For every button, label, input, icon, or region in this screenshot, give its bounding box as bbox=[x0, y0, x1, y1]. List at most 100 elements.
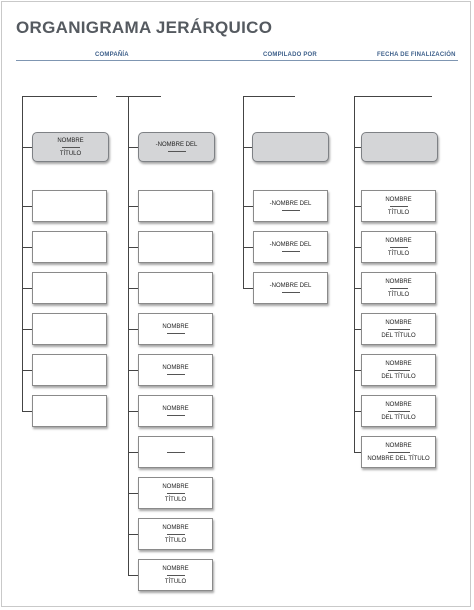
head-connector bbox=[22, 147, 32, 148]
box-line-1: NOMBRE bbox=[385, 442, 412, 449]
box-line-2: DEL TÍTULO bbox=[381, 332, 416, 339]
column-trunk-line bbox=[243, 96, 244, 289]
head-connector bbox=[243, 147, 252, 148]
box-line-1: NOMBRE bbox=[162, 323, 189, 330]
name-divider bbox=[281, 209, 300, 211]
name-divider bbox=[167, 150, 186, 152]
box-line-2: NOMBRE DEL TÍTULO bbox=[367, 455, 430, 462]
column-head-node[interactable]: NOMBRE TÍTULO bbox=[32, 132, 109, 162]
box-connector bbox=[128, 493, 138, 494]
box-connector bbox=[22, 247, 32, 248]
box-connector bbox=[243, 247, 253, 248]
name-divider bbox=[387, 451, 410, 453]
head-connector bbox=[354, 147, 361, 148]
box-line-1: NOMBRE bbox=[385, 237, 412, 244]
org-box[interactable]: NOMBRE DEL TÍTULO bbox=[361, 395, 436, 427]
box-line-1: NOMBRE bbox=[162, 364, 189, 371]
box-connector bbox=[128, 288, 138, 289]
org-box[interactable]: NOMBRE NOMBRE DEL TÍTULO bbox=[361, 436, 436, 468]
column-top-connector bbox=[243, 96, 295, 97]
column-top-connector bbox=[116, 96, 161, 97]
org-box[interactable] bbox=[138, 272, 213, 304]
org-box[interactable]: -NOMBRE DEL bbox=[253, 272, 328, 304]
org-box[interactable]: NOMBRE bbox=[138, 395, 213, 427]
org-box[interactable]: NOMBRE TÍTULO bbox=[361, 272, 436, 304]
name-divider bbox=[387, 369, 410, 371]
name-divider bbox=[166, 492, 185, 494]
org-box[interactable] bbox=[32, 354, 107, 386]
org-box[interactable]: -NOMBRE DEL bbox=[253, 190, 328, 222]
name-divider bbox=[389, 287, 408, 289]
org-box[interactable]: NOMBRE bbox=[138, 313, 213, 345]
org-box[interactable] bbox=[138, 190, 213, 222]
head-connector bbox=[128, 147, 138, 148]
name-divider bbox=[166, 451, 185, 453]
box-connector bbox=[22, 206, 32, 207]
box-connector bbox=[22, 370, 32, 371]
name-divider bbox=[166, 414, 185, 416]
org-box[interactable] bbox=[32, 190, 107, 222]
head-line-2: TÍTULO bbox=[59, 150, 82, 157]
org-box[interactable] bbox=[32, 231, 107, 263]
box-connector bbox=[128, 411, 138, 412]
box-line-1: NOMBRE bbox=[385, 401, 412, 408]
org-box[interactable] bbox=[138, 231, 213, 263]
head-line-1: NOMBRE bbox=[57, 137, 84, 144]
name-divider bbox=[281, 291, 300, 293]
box-line-2: TÍTULO bbox=[164, 537, 187, 544]
column-head-node[interactable]: -NOMBRE DEL bbox=[138, 132, 215, 162]
name-divider bbox=[389, 246, 408, 248]
document-title: ORGANIGRAMA JERÁRQUICO bbox=[16, 18, 273, 37]
org-box[interactable] bbox=[32, 395, 107, 427]
column-trunk-line bbox=[22, 96, 23, 412]
completion-date-label: FECHA DE FINALIZACIÓN bbox=[377, 52, 456, 58]
box-connector bbox=[354, 247, 361, 248]
org-box[interactable]: NOMBRE bbox=[138, 354, 213, 386]
column-head-node[interactable] bbox=[252, 132, 329, 162]
column-head-node[interactable] bbox=[361, 132, 438, 162]
box-line-2: TÍTULO bbox=[387, 291, 410, 298]
column-trunk-line bbox=[354, 96, 355, 453]
head-line-1: -NOMBRE DEL bbox=[155, 141, 198, 148]
org-box[interactable] bbox=[32, 313, 107, 345]
org-box[interactable]: -NOMBRE DEL bbox=[253, 231, 328, 263]
box-connector bbox=[354, 288, 361, 289]
name-divider bbox=[387, 410, 410, 412]
box-line-1: NOMBRE bbox=[162, 483, 189, 490]
box-line-2: DEL TÍTULO bbox=[381, 373, 416, 380]
org-box[interactable] bbox=[32, 272, 107, 304]
column-trunk-line bbox=[128, 96, 129, 576]
box-line-2: TÍTULO bbox=[387, 209, 410, 216]
name-divider bbox=[281, 250, 300, 252]
box-line-1: NOMBRE bbox=[385, 278, 412, 285]
name-divider bbox=[389, 205, 408, 207]
box-connector bbox=[354, 206, 361, 207]
column-top-connector bbox=[22, 96, 97, 97]
box-line-1: NOMBRE bbox=[162, 565, 189, 572]
name-divider bbox=[166, 332, 185, 334]
box-connector bbox=[128, 534, 138, 535]
box-connector bbox=[22, 411, 32, 412]
box-connector bbox=[354, 411, 361, 412]
box-connector bbox=[243, 288, 253, 289]
box-connector bbox=[354, 452, 361, 453]
box-connector bbox=[128, 370, 138, 371]
box-line-2: DEL TÍTULO bbox=[381, 414, 416, 421]
box-connector bbox=[128, 575, 138, 576]
box-line-1: -NOMBRE DEL bbox=[269, 282, 312, 289]
name-divider bbox=[387, 328, 410, 330]
name-divider bbox=[166, 373, 185, 375]
box-connector bbox=[128, 452, 138, 453]
box-connector bbox=[22, 329, 32, 330]
box-line-1: -NOMBRE DEL bbox=[269, 241, 312, 248]
box-line-1: NOMBRE bbox=[162, 405, 189, 412]
org-box[interactable] bbox=[138, 436, 213, 468]
